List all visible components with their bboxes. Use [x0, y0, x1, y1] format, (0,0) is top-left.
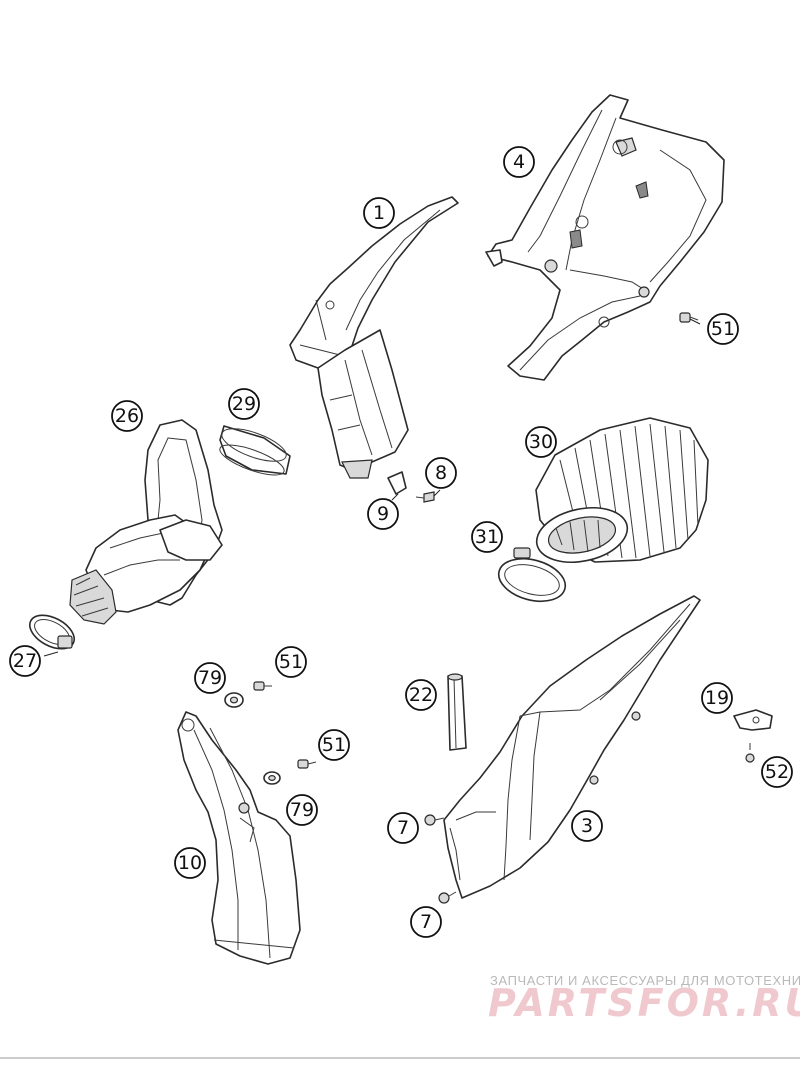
callout-8-label: 8: [435, 462, 447, 484]
part-3-side-cover: [443, 595, 701, 899]
part-10-mud-flap: [177, 711, 301, 965]
callout-9: 9: [367, 498, 399, 530]
washer-79-top: [224, 692, 244, 708]
callout-9-label: 9: [377, 503, 389, 525]
callout-79-bottom: 79: [286, 794, 318, 826]
callout-51-bottom: 51: [318, 729, 350, 761]
callout-52-label: 52: [765, 761, 789, 783]
washer-79-bottom: [263, 771, 281, 785]
callout-51-bottom-label: 51: [322, 734, 346, 756]
screw-52: [745, 743, 755, 763]
callout-7-upper: 7: [387, 812, 419, 844]
part-4-airbox: [485, 94, 725, 381]
callout-7-upper-label: 7: [397, 817, 409, 839]
watermark: ЗАПЧАСТИ И АКСЕССУАРЫ ДЛЯ МОТОТЕХНИКИ PA…: [488, 973, 800, 1025]
callout-1: 1: [363, 197, 395, 229]
callout-19-label: 19: [705, 687, 729, 709]
callout-22: 22: [405, 679, 437, 711]
callout-3: 3: [571, 810, 603, 842]
screw-51-bottom: [297, 759, 317, 769]
part-1-air-duct-panel: [289, 196, 459, 479]
callout-79-top-label: 79: [198, 667, 222, 689]
bracket-9-and-screw-8: [387, 471, 441, 503]
callout-3-label: 3: [581, 815, 593, 837]
callout-79-bottom-label: 79: [290, 799, 314, 821]
callout-7-lower: 7: [410, 906, 442, 938]
callout-51-airbox: 51: [707, 313, 739, 345]
callout-31: 31: [471, 521, 503, 553]
part-30-air-filter: [535, 417, 709, 563]
callout-29: 29: [228, 388, 260, 420]
callout-79-top: 79: [194, 662, 226, 694]
callout-51-top-label: 51: [279, 651, 303, 673]
part-22-foam-strip: [447, 673, 467, 751]
callout-8: 8: [425, 457, 457, 489]
screw-51-top: [253, 681, 272, 691]
callout-26: 26: [111, 400, 143, 432]
callout-22-label: 22: [409, 684, 433, 706]
callout-31-label: 31: [475, 526, 499, 548]
screw-51-airbox: [679, 312, 701, 325]
screw-7-lower: [438, 891, 457, 904]
callout-51-top: 51: [275, 646, 307, 678]
clamp-31: [497, 547, 567, 603]
callout-26-label: 26: [115, 405, 139, 427]
callout-27: 27: [9, 645, 41, 677]
callout-4-label: 4: [513, 151, 525, 173]
callout-51-airbox-label: 51: [711, 318, 735, 340]
callout-30: 30: [525, 426, 557, 458]
screw-7-upper: [424, 814, 445, 826]
watermark-tagline: ЗАПЧАСТИ И АКСЕССУАРЫ ДЛЯ МОТОТЕХНИКИ: [490, 973, 800, 988]
ring-29: [219, 425, 291, 476]
callout-10-label: 10: [178, 852, 202, 874]
callout-10: 10: [174, 847, 206, 879]
callout-19: 19: [701, 682, 733, 714]
part-26-intake-boot: [69, 419, 223, 625]
clamp-27: [29, 614, 75, 657]
watermark-brand: PARTSFOR.RU: [488, 981, 800, 1025]
callout-29-label: 29: [232, 393, 256, 415]
callout-27-label: 27: [13, 650, 37, 672]
callout-52: 52: [761, 756, 793, 788]
bracket-19: [733, 709, 773, 731]
callout-30-label: 30: [529, 431, 553, 453]
callout-4: 4: [503, 146, 535, 178]
callout-7-lower-label: 7: [420, 911, 432, 933]
callout-1-label: 1: [373, 202, 385, 224]
